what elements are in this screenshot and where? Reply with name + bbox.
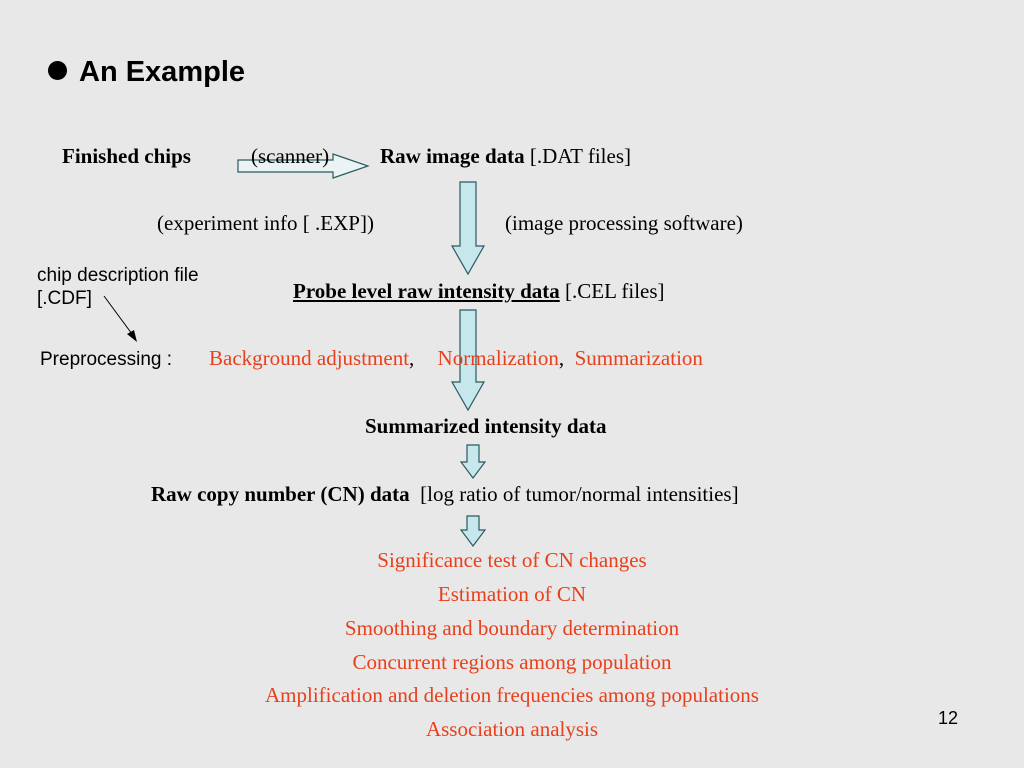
cdf-note: chip description file [.CDF]	[37, 264, 199, 310]
raw-image-files-label: [.DAT files]	[529, 144, 631, 168]
analysis-item: Estimation of CN	[437, 582, 587, 606]
raw-cn-line: Raw copy number (CN) data [log ratio of …	[151, 482, 739, 507]
bullet-icon	[48, 60, 67, 80]
cdf-pointer-head-icon	[127, 330, 137, 342]
scanner-label: (scanner)	[251, 144, 330, 168]
raw-image-data-label: Raw image data	[380, 144, 525, 168]
cdf-pointer-line	[103, 295, 133, 335]
slide-title-text: An Example	[79, 56, 245, 88]
analysis-item: Concurrent regions among population	[352, 650, 672, 674]
probe-level-label: Probe level raw intensity data	[293, 279, 560, 303]
finished-chips-label: Finished chips	[62, 144, 191, 168]
image-processing-label: (image processing software)	[505, 211, 743, 235]
probe-files-label: [.CEL files]	[565, 279, 665, 303]
analysis-item: Significance test of CN changes	[377, 548, 647, 572]
experiment-info-label: (experiment info [ .EXP])	[157, 211, 374, 235]
down-arrow-4-icon	[459, 515, 487, 547]
slide-title: An Example	[48, 56, 245, 89]
summarized-label: Summarized intensity data	[365, 414, 607, 438]
analysis-item: Association analysis	[425, 717, 599, 741]
down-arrow-3-icon	[459, 444, 487, 479]
page-number: 12	[938, 708, 959, 728]
preprocessing-label: Preprocessing :	[40, 349, 173, 370]
step-summarization: Summarization	[574, 346, 703, 370]
step-background: Background adjustment	[209, 346, 410, 370]
analysis-item: Amplification and deletion frequencies a…	[265, 683, 759, 707]
raw-cn-desc: [log ratio of tumor/normal intensities]	[420, 482, 739, 506]
raw-image-data-line: Raw image data [.DAT files]	[380, 144, 631, 169]
probe-level-line: Probe level raw intensity data [.CEL fil…	[293, 279, 665, 304]
raw-cn-label: Raw copy number (CN) data	[151, 482, 410, 506]
scanner-arrow-icon	[237, 153, 370, 179]
analysis-item: Smoothing and boundary determination	[344, 616, 680, 640]
preprocessing-steps: Background adjustment, Normalization, Su…	[209, 346, 703, 370]
down-arrow-1-icon	[450, 181, 486, 276]
cdf-note-line1: chip description file	[37, 265, 199, 286]
down-arrow-2-icon	[450, 309, 486, 412]
cdf-note-line2: [.CDF]	[37, 288, 92, 309]
step-normalization: Normalization	[437, 346, 559, 370]
